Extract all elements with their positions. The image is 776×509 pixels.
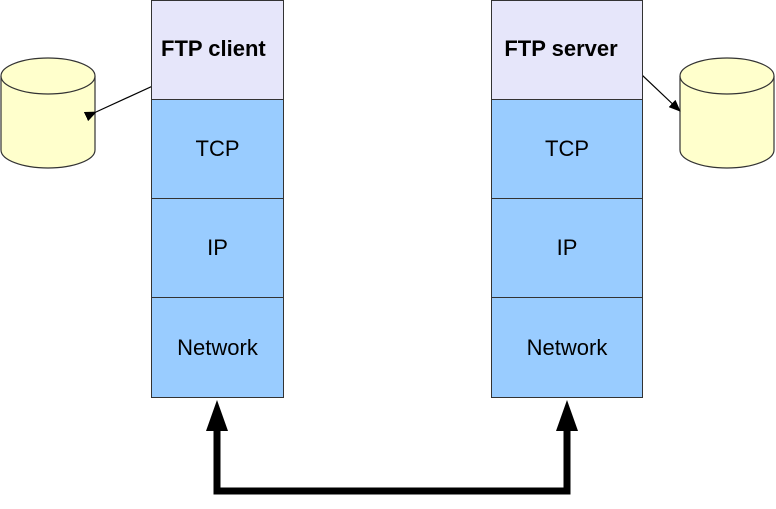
server-network-layer: Network (491, 297, 643, 398)
server-internet-label: IP (556, 235, 578, 260)
client-internet-layer: IP (151, 198, 284, 298)
server-application-label: FTP server (504, 36, 618, 61)
client-transport-label: TCP (195, 136, 240, 161)
client-transport-layer: TCP (151, 99, 284, 199)
client-storage-icon (0, 57, 96, 169)
server-internet-layer: IP (491, 198, 643, 298)
server-transport-layer: TCP (491, 99, 643, 199)
client-application-layer: FTP client (151, 0, 284, 100)
client-internet-label: IP (207, 235, 228, 260)
client-network-label: Network (177, 334, 258, 360)
server-application-layer: FTP server (491, 0, 643, 100)
server-storage-icon (679, 57, 775, 169)
server-network-label: Network (526, 334, 608, 360)
server-transport-label: TCP (545, 136, 589, 161)
network-connection-arrow (206, 400, 578, 495)
client-network-layer: Network (151, 297, 284, 398)
client-application-label: FTP client (161, 36, 266, 61)
